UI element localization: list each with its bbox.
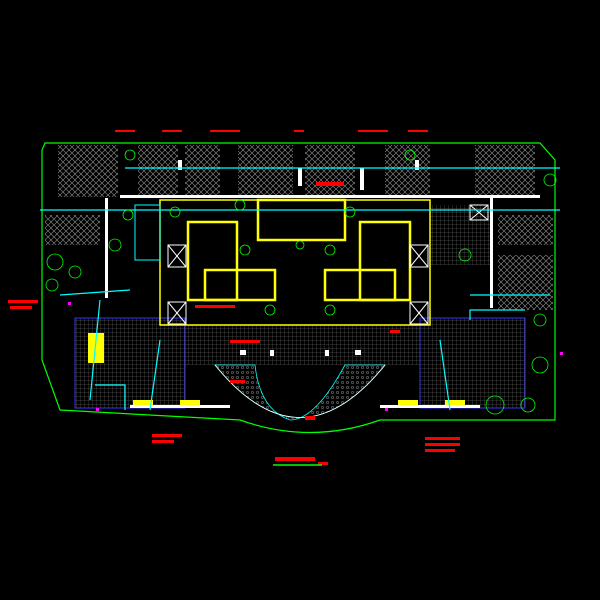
annotations: [8, 130, 460, 465]
top-hex-areas: [45, 145, 553, 310]
entrance-fan: [214, 364, 386, 421]
elevators: [134, 204, 489, 325]
tiled-floors: [74, 205, 526, 409]
trees: [45, 149, 557, 415]
walls: [105, 160, 540, 408]
markers: [68, 302, 563, 411]
building-cores: [159, 198, 431, 326]
site-boundary: [41, 142, 556, 434]
benches: [88, 333, 465, 405]
